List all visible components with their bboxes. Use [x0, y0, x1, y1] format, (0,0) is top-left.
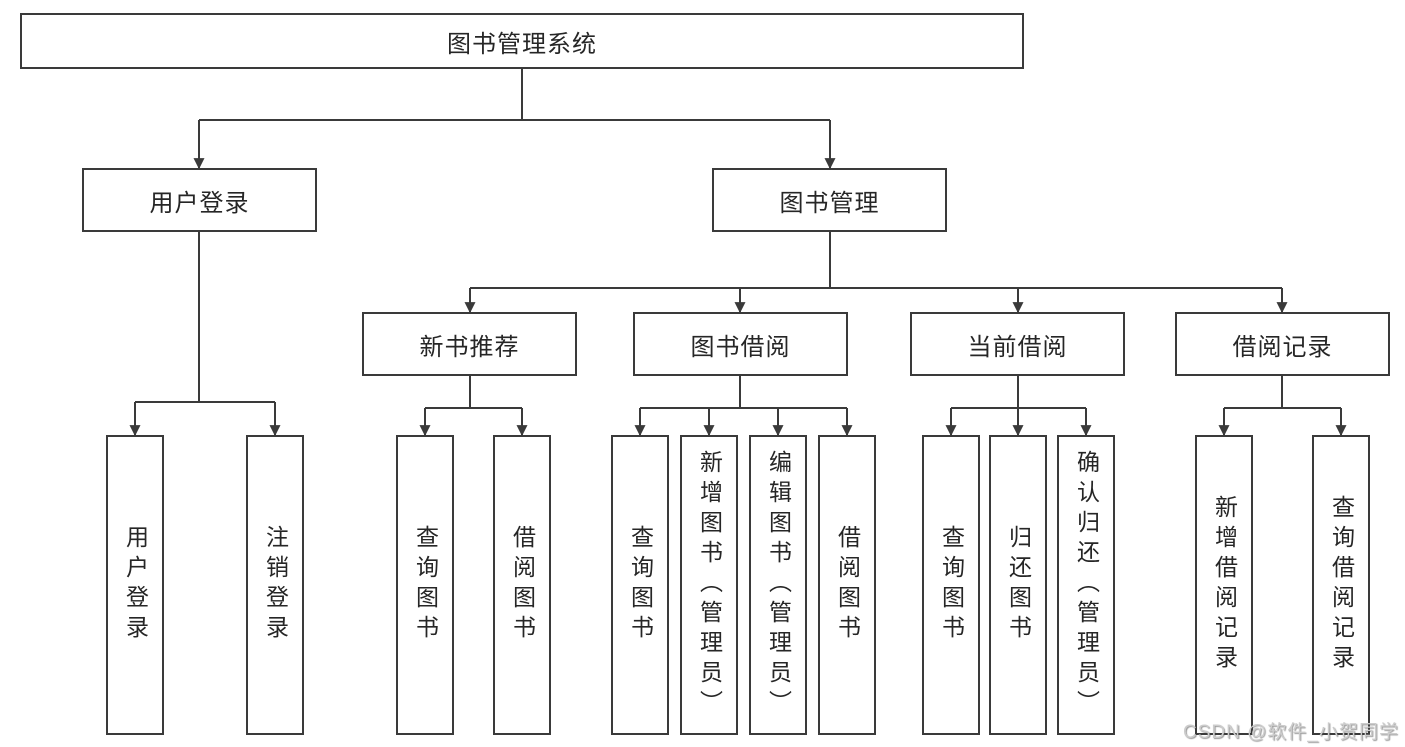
leaf-borrow-books: 借阅图书	[818, 435, 876, 735]
node-current-borrow-label: 当前借阅	[967, 333, 1068, 361]
connector-borrow-records-children	[1218, 376, 1347, 437]
leaf-recommend-borrow-books-label: 借阅图书	[509, 525, 536, 645]
leaf-query-borrow-record-label: 查询借阅记录	[1328, 495, 1355, 675]
leaf-logout-label: 注销登录	[262, 525, 289, 645]
leaf-add-borrow-record-label: 新增借阅记录	[1211, 495, 1238, 675]
csdn-watermark: CSDN @软件_小贺同学	[1183, 722, 1399, 743]
leaf-return-books: 归还图书	[989, 435, 1047, 735]
leaf-recommend-borrow-books: 借阅图书	[493, 435, 551, 735]
leaf-edit-book-admin-label: 编辑图书（管理员）	[765, 450, 792, 720]
leaf-add-book-admin-label: 新增图书（管理员）	[696, 450, 723, 720]
node-root-system: 图书管理系统	[20, 13, 1024, 69]
node-book-management-label: 图书管理	[779, 189, 880, 217]
leaf-user-login: 用户登录	[106, 435, 164, 735]
connector-current-borrow-children	[945, 376, 1092, 437]
leaf-borrow-query-books: 查询图书	[611, 435, 669, 735]
node-borrow-records: 借阅记录	[1175, 312, 1390, 376]
node-root-label: 图书管理系统	[447, 30, 597, 58]
leaf-add-borrow-record: 新增借阅记录	[1195, 435, 1253, 735]
node-new-book-recommend: 新书推荐	[362, 312, 577, 376]
leaf-confirm-return-admin: 确认归还（管理员）	[1057, 435, 1115, 735]
leaf-query-borrow-record: 查询借阅记录	[1312, 435, 1370, 735]
leaf-return-books-label: 归还图书	[1005, 525, 1032, 645]
node-book-borrow: 图书借阅	[633, 312, 848, 376]
node-book-management: 图书管理	[712, 168, 947, 232]
node-current-borrow: 当前借阅	[910, 312, 1125, 376]
leaf-logout: 注销登录	[246, 435, 304, 735]
leaf-recommend-query-books: 查询图书	[396, 435, 454, 735]
leaf-borrow-query-books-label: 查询图书	[627, 525, 654, 645]
leaf-borrow-books-label: 借阅图书	[834, 525, 861, 645]
connector-user-login-children	[129, 232, 281, 437]
leaf-recommend-query-books-label: 查询图书	[412, 525, 439, 645]
leaf-edit-book-admin: 编辑图书（管理员）	[749, 435, 807, 735]
node-new-book-recommend-label: 新书推荐	[419, 333, 520, 361]
connector-new-book-children	[419, 376, 528, 437]
node-book-borrow-label: 图书借阅	[690, 333, 791, 361]
connector-root-to-level2	[193, 69, 836, 170]
leaf-user-login-label: 用户登录	[122, 525, 149, 645]
node-user-login: 用户登录	[82, 168, 317, 232]
leaf-current-query-books-label: 查询图书	[938, 525, 965, 645]
connector-book-borrow-children	[634, 376, 853, 437]
leaf-current-query-books: 查询图书	[922, 435, 980, 735]
node-user-login-label: 用户登录	[149, 189, 250, 217]
node-borrow-records-label: 借阅记录	[1232, 333, 1333, 361]
leaf-add-book-admin: 新增图书（管理员）	[680, 435, 738, 735]
leaf-confirm-return-admin-label: 确认归还（管理员）	[1073, 450, 1100, 720]
connector-book-management-children	[464, 232, 1288, 314]
